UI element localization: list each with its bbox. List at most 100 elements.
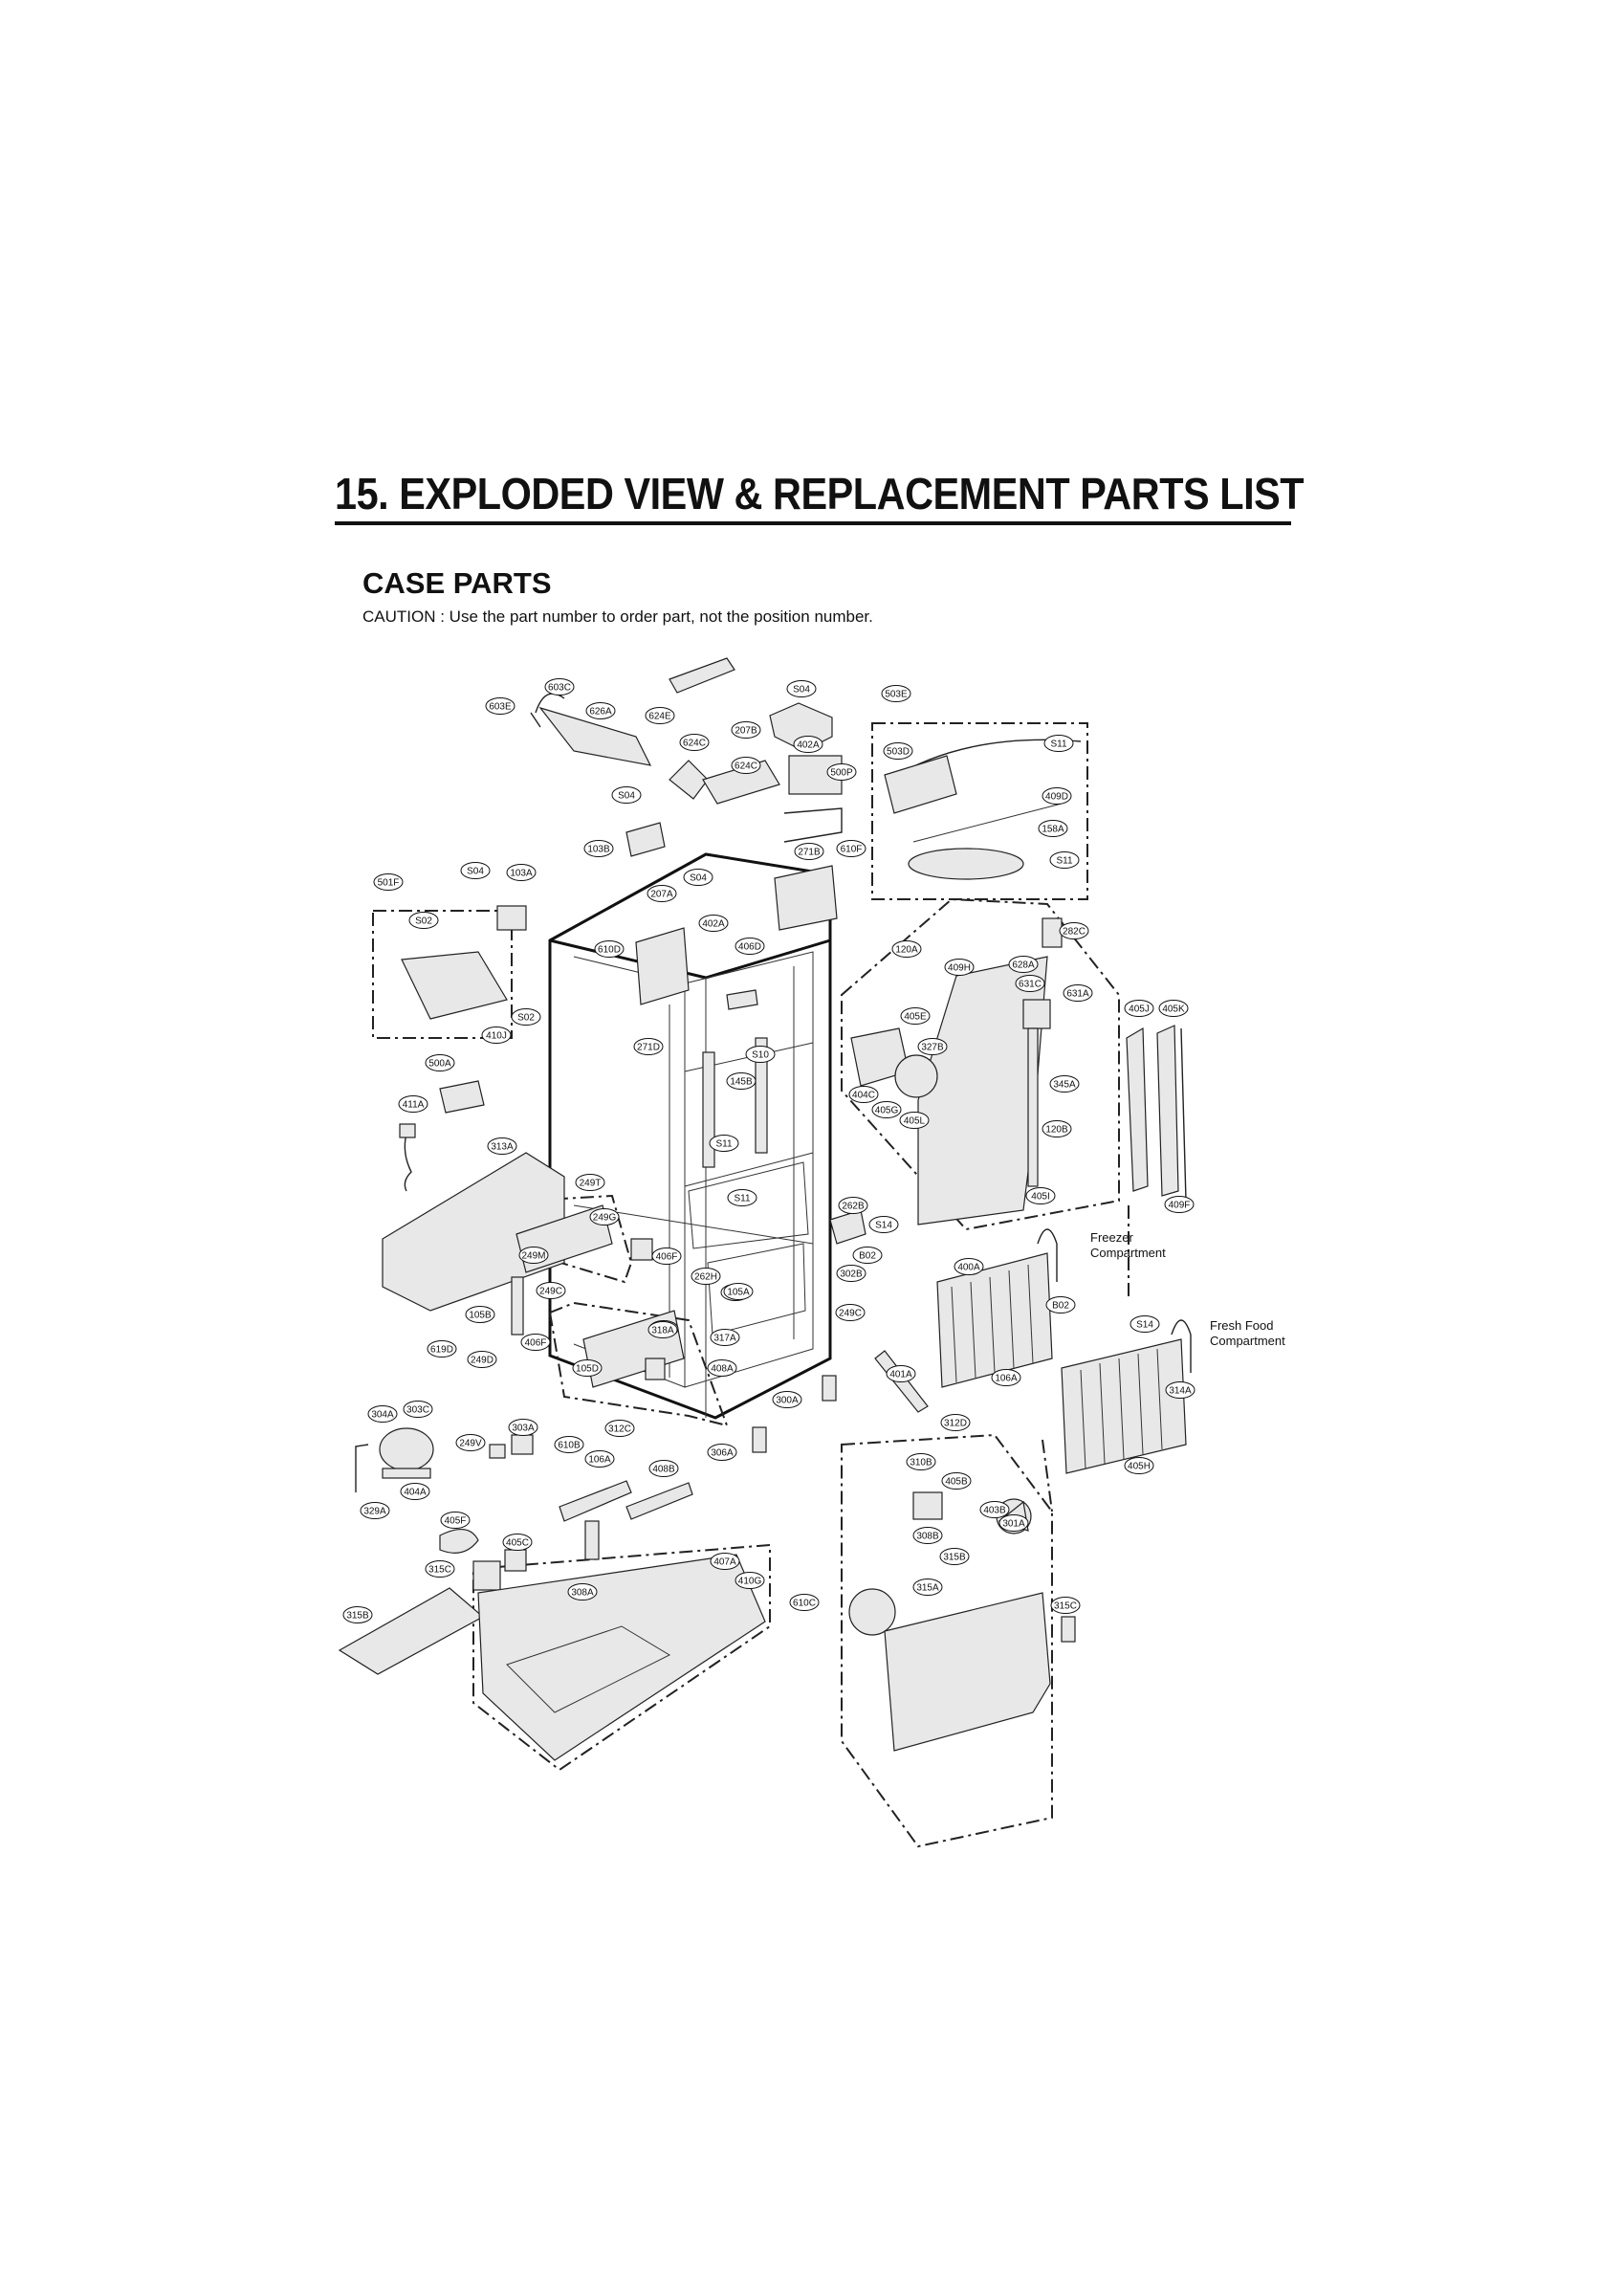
callout-s10: S10 [745,1046,776,1063]
callout-label: S02 [517,1013,535,1024]
callout-label: 405G [875,1106,899,1116]
callout-bubble [645,707,675,724]
callout-bubble [707,1359,737,1377]
callout-bubble [1025,1187,1056,1204]
callout-s04: S04 [786,680,817,697]
callout-label: 406D [738,942,761,953]
callout-bubble [1165,1381,1195,1399]
callout-label: 302B [840,1269,863,1280]
callout-410g: 410G [735,1572,765,1589]
callout-503e: 503E [881,685,911,702]
callout-bubble [735,1572,765,1589]
callout-label: S11 [1056,856,1072,867]
callout-label: 301A [1002,1519,1025,1530]
callout-label: 631A [1066,989,1089,1000]
callout-bubble [899,1112,930,1129]
callout-bubble [735,938,765,955]
callout-bubble [691,1268,721,1285]
callout-label: 271D [637,1043,660,1053]
callout-s04: S04 [611,786,642,804]
callout-bubble [710,1329,740,1346]
callout-bubble [440,1512,471,1529]
callout-308b: 308B [912,1527,943,1544]
callout-bubble [544,678,575,695]
callout-145b: 145B [726,1072,757,1090]
callout-bubble [400,1483,430,1500]
callout-s11: S11 [727,1189,757,1206]
callout-bubble [1049,1075,1080,1093]
freezer-note-line-1: Freezer [1090,1230,1133,1245]
callout-bubble [567,1583,598,1601]
callout-bubble [709,1135,739,1152]
callout-label: 105B [469,1311,492,1321]
callout-label: 406F [525,1338,547,1349]
callout-bubble [518,1247,549,1264]
callout-318a: 318A [647,1321,678,1338]
callout-s11: S11 [1049,851,1080,869]
callout-label: S10 [752,1050,769,1061]
callout-label: S11 [734,1194,750,1204]
callout-329a: 329A [360,1502,390,1519]
callout-label: 401A [889,1370,912,1380]
callout-label: 404C [852,1091,875,1101]
callout-310b: 310B [906,1453,936,1470]
callout-bubble [838,1197,868,1214]
callout-label: 410J [486,1031,507,1042]
callout-bubble [427,1340,457,1358]
callout-label: 327B [921,1043,944,1053]
callout-610f: 610F [836,840,866,857]
callout-label: 315C [428,1565,451,1576]
callout-label: 249C [539,1287,562,1297]
callout-631a: 631A [1063,984,1093,1002]
callout-bubble [848,1086,879,1103]
callout-404c: 404C [848,1086,879,1103]
callout-label: 503E [885,690,908,700]
callout-label: 106A [995,1374,1018,1384]
callout-label: 405C [506,1538,529,1549]
callout-302b: 302B [836,1265,866,1282]
callout-624c: 624C [731,757,761,774]
callout-bubble [906,1453,936,1470]
callout-bubble [868,1216,899,1233]
callout-106a: 106A [584,1450,615,1468]
callout-label: 304A [371,1410,394,1421]
callout-label: 405H [1128,1462,1151,1472]
callout-label: 624C [735,762,757,772]
callout-317a: 317A [710,1329,740,1346]
callout-bubble [611,786,642,804]
callout-403b: 403B [979,1501,1010,1518]
callout-315b: 315B [342,1606,373,1623]
callout-label: 402A [702,919,725,930]
callout-bubble [1164,1196,1195,1213]
callout-bubble [698,915,729,932]
callout-label: 303A [512,1424,535,1434]
callout-bubble [793,736,823,753]
callout-label: 315B [943,1553,966,1563]
callout-bubble [939,1548,970,1565]
callout-label: 249V [459,1439,482,1449]
callout-207b: 207B [731,721,761,739]
callout-407a: 407A [710,1553,740,1570]
callout-label: 409D [1045,792,1068,803]
callout-bubble [467,1351,497,1368]
callout-610b: 610B [554,1436,584,1453]
callout-bubble [886,1365,916,1382]
callout-label: S04 [467,867,484,877]
callout-label: 207B [735,726,757,737]
callout-105a: 105A [723,1283,754,1300]
callout-bubble [940,1414,971,1431]
callout-249v: 249V [455,1434,486,1451]
callout-bubble [679,734,710,751]
callout-bubble [585,702,616,719]
callout-label: 500P [830,768,853,779]
callout-label: 404A [404,1488,427,1498]
fresh-food-note-line-2: Compartment [1210,1334,1285,1348]
callout-label: 610B [558,1441,581,1451]
callout-label: 249M [521,1251,545,1262]
callout-s11: S11 [709,1135,739,1152]
callout-bubble [979,1501,1010,1518]
callout-bubble [455,1434,486,1451]
callout-bubble [1059,922,1089,939]
callout-bubble [1130,1315,1160,1333]
callout-label: 315B [346,1611,369,1622]
